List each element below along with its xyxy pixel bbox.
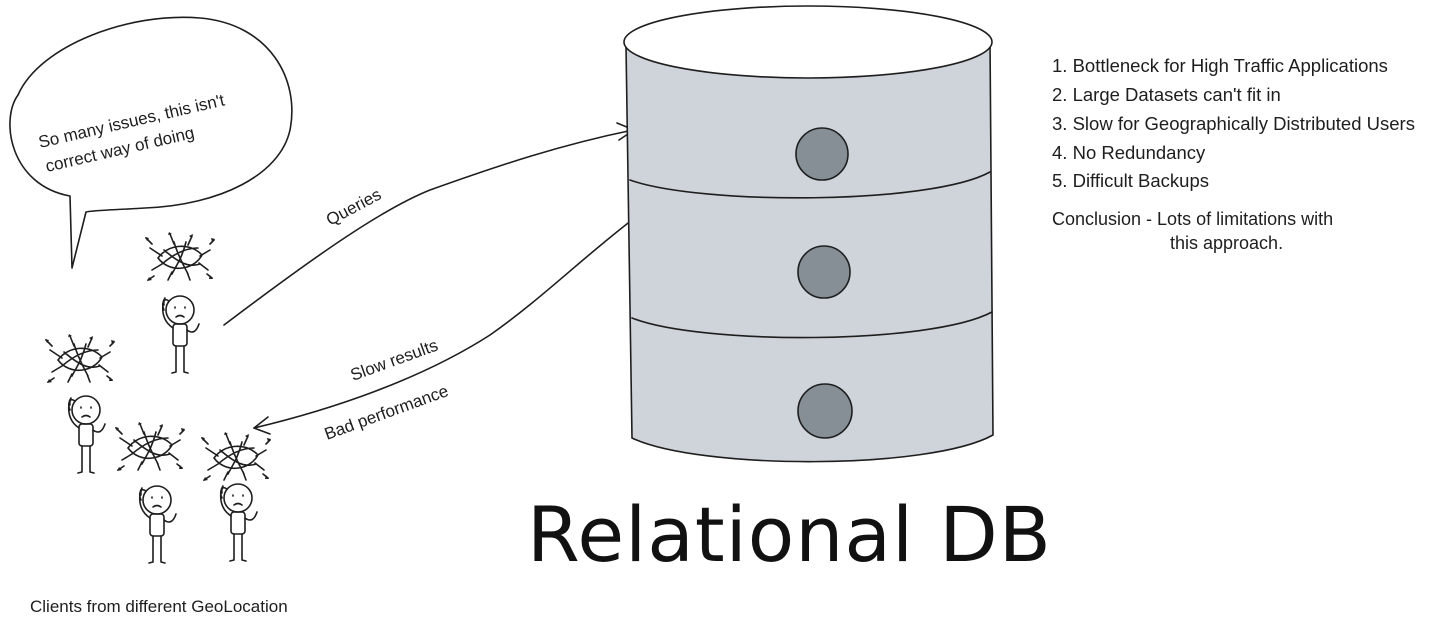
issue-item: 5. Difficult Backups — [1052, 169, 1415, 197]
issue-item: 3. Slow for Geographically Distributed U… — [1052, 112, 1415, 141]
bad-performance-label: Bad performance — [322, 381, 451, 443]
db-disk-indicator-top — [796, 128, 848, 180]
issue-number: 3. — [1052, 113, 1067, 134]
issue-text: Bottleneck for High Traffic Applications — [1073, 55, 1388, 76]
client-person-1 — [145, 232, 215, 373]
client-person-4 — [201, 432, 271, 561]
issue-text: Large Datasets can't fit in — [1073, 84, 1281, 105]
database-top — [624, 6, 992, 78]
issue-text: Slow for Geographically Distributed User… — [1073, 113, 1415, 134]
conclusion-line2: this approach. — [1052, 231, 1452, 255]
db-disk-indicator-middle — [798, 246, 850, 298]
conclusion-text: Conclusion - Lots of limitations with th… — [1052, 207, 1452, 255]
issue-item: 1. Bottleneck for High Traffic Applicati… — [1052, 54, 1415, 83]
database-title: Relational DB — [527, 490, 1052, 579]
issue-text: No Redundancy — [1073, 142, 1206, 163]
clients-label: Clients from different GeoLocation — [30, 597, 288, 617]
issue-item: 4. No Redundancy — [1052, 141, 1415, 169]
client-person-2 — [45, 334, 115, 473]
slow-results-label: Slow results — [348, 336, 441, 385]
queries-label: Queries — [323, 185, 384, 230]
issue-item: 2. Large Datasets can't fit in — [1052, 83, 1415, 112]
issues-list: 1. Bottleneck for High Traffic Applicati… — [1052, 54, 1415, 197]
client-person-3 — [115, 422, 185, 563]
issue-number: 1. — [1052, 55, 1067, 76]
issue-text: Difficult Backups — [1073, 170, 1209, 191]
database-cylinder — [624, 6, 993, 462]
issue-number: 5. — [1052, 170, 1067, 191]
queries-arrow — [224, 130, 633, 325]
issue-number: 2. — [1052, 84, 1067, 105]
issue-number: 4. — [1052, 142, 1067, 163]
db-disk-indicator-bottom — [798, 384, 852, 438]
conclusion-line1: Conclusion - Lots of limitations with — [1052, 209, 1333, 229]
